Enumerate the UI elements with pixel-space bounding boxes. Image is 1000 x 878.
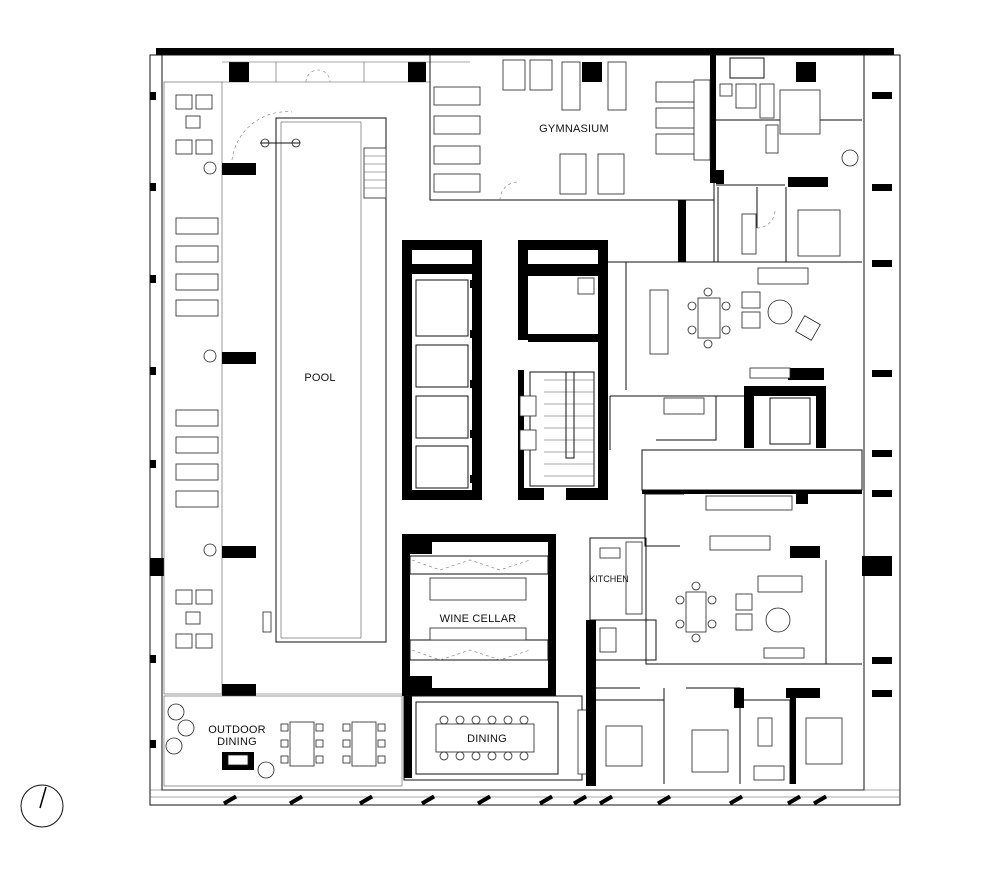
upper-apartment bbox=[608, 199, 863, 491]
dining-room bbox=[403, 695, 589, 781]
kitchen-area bbox=[589, 537, 657, 661]
gymnasium-label: GYMNASIUM bbox=[539, 123, 609, 135]
dining-label: DINING bbox=[467, 733, 507, 745]
wine-cellar-room bbox=[402, 534, 556, 696]
outdoor-dining-area bbox=[163, 695, 403, 787]
wine-cellar-label: WINE CELLAR bbox=[440, 613, 517, 625]
outdoor-dining-label-line2: DINING bbox=[217, 736, 257, 748]
kitchen-label: KITCHEN bbox=[589, 574, 629, 584]
lower-apartment bbox=[642, 490, 862, 665]
outdoor-dining-label-line1: OUTDOOR bbox=[208, 724, 266, 736]
lift-core-left bbox=[402, 240, 482, 500]
pool-label: POOL bbox=[304, 372, 335, 384]
north-arrow-icon bbox=[20, 784, 64, 828]
bottom-bedrooms bbox=[586, 620, 843, 786]
pool-terrace bbox=[163, 61, 470, 696]
stair-core-right bbox=[518, 240, 608, 500]
top-right-bedroom-suite bbox=[716, 57, 862, 263]
room-labels: GYMNASIUM POOL WINE CELLAR KITCHEN OUTDO… bbox=[208, 123, 629, 748]
gymnasium-room bbox=[429, 54, 716, 201]
